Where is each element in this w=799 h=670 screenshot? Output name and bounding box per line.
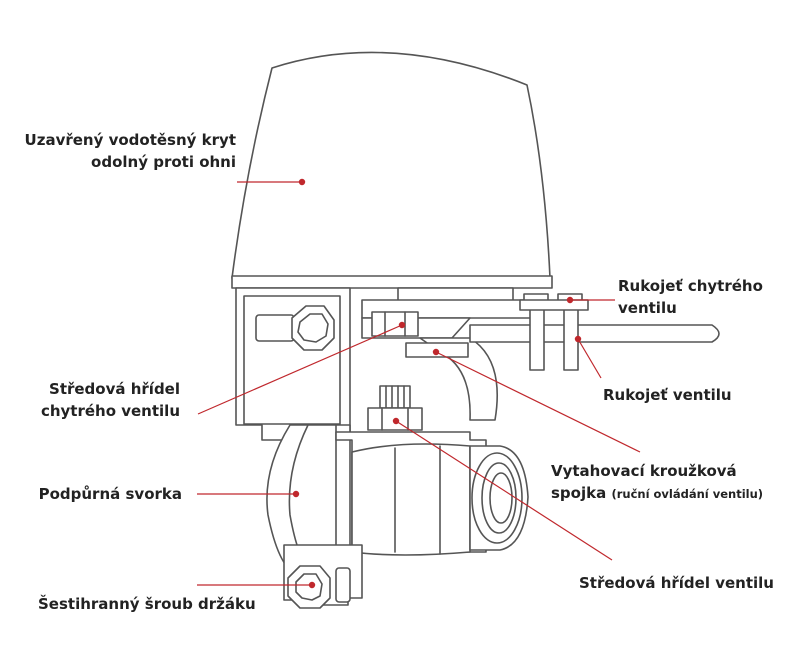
label-hex-bolt-text: Šestihranný šroub držáku: [38, 595, 256, 613]
valve-handle-lever: [469, 293, 720, 371]
housing-dome: [231, 51, 553, 289]
label-smart-valve-shaft: Středová hřídel chytrého ventilu: [41, 378, 180, 422]
label-valve-handle-text: Rukojeť ventilu: [603, 386, 732, 404]
valve-body: [335, 431, 487, 556]
clamp-bottom-plate: [283, 544, 363, 609]
label-pull-ring-coupling-line2-wrap: spojka (ruční ovládání ventilu): [551, 482, 763, 505]
label-smart-valve-handle-line2: ventilu: [618, 299, 677, 317]
label-valve-shaft-text: Středová hřídel ventilu: [579, 574, 774, 592]
label-pull-ring-coupling: Vytahovací kroužková spojka (ruční ovlád…: [551, 460, 763, 505]
label-housing-line2: odolný proti ohni: [91, 153, 236, 171]
label-smart-valve-handle-line1: Rukojeť chytrého: [618, 277, 763, 295]
label-housing-line1: Uzavřený vodotěsný kryt: [24, 131, 236, 149]
label-support-clamp-text: Podpůrná svorka: [38, 485, 182, 503]
leader-lines: [197, 178, 641, 589]
label-housing: Uzavřený vodotěsný kryt odolný proti ohn…: [25, 129, 236, 173]
label-smart-valve-shaft-line1: Středová hřídel: [49, 380, 180, 398]
top-hex-bolt: [255, 305, 335, 351]
label-pull-ring-coupling-line1: Vytahovací kroužková: [551, 462, 737, 480]
label-hex-bolt: Šestihranný šroub držáku: [38, 593, 256, 615]
label-pull-ring-coupling-note: (ruční ovládání ventilu): [611, 487, 764, 501]
label-valve-shaft: Středová hřídel ventilu: [579, 572, 774, 594]
label-smart-valve-handle: Rukojeť chytrého ventilu: [618, 275, 763, 319]
label-smart-valve-shaft-line2: chytrého ventilu: [40, 402, 180, 420]
label-pull-ring-coupling-line2: spojka: [551, 484, 607, 502]
label-support-clamp: Podpůrná svorka: [39, 483, 182, 505]
label-valve-handle: Rukojeť ventilu: [603, 384, 732, 406]
smart-shaft-nut: [371, 311, 419, 337]
pipe-end: [469, 445, 529, 551]
